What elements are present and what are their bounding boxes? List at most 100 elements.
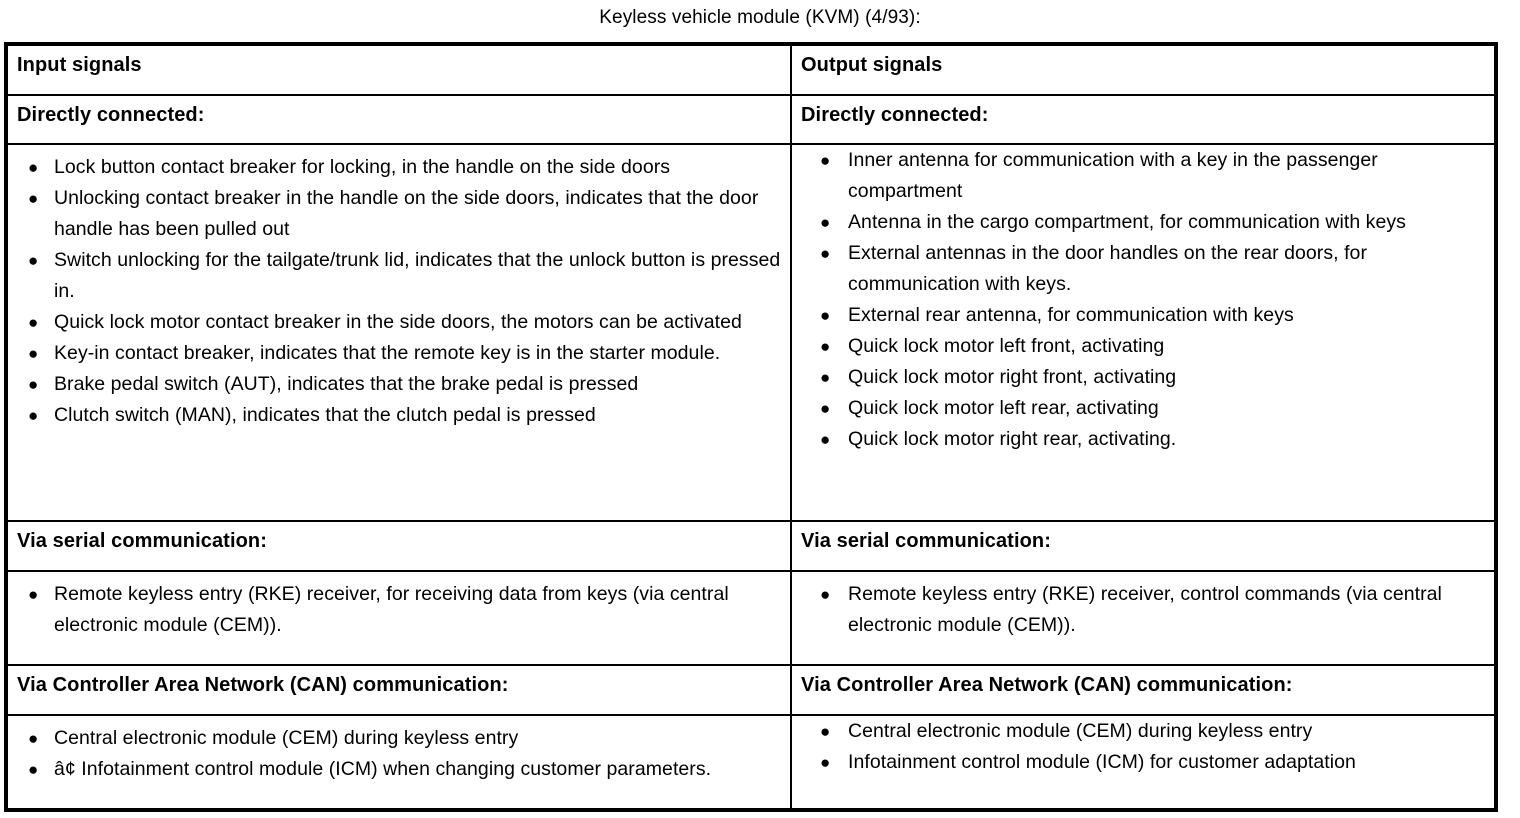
list-output-via-can: ● Central electronic module (CEM) during …	[792, 716, 1494, 778]
bullet-icon: ●	[28, 189, 39, 209]
section-label-directly-connected-output: Directly connected:	[801, 103, 989, 126]
list-item-text: Quick lock motor right front, activating	[848, 366, 1177, 389]
signals-table-container: Input signals Output signals Directly co…	[4, 42, 1498, 812]
bullet-icon: ●	[820, 430, 831, 450]
list-item: ● Quick lock motor right front, activatin…	[814, 362, 1492, 393]
list-input-via-can: ● Central electronic module (CEM) during …	[8, 716, 790, 792]
list-item: ● Quick lock motor left front, activating	[814, 331, 1492, 362]
table-row-via-serial-items: ● Remote keyless entry (RKE) receiver, fo…	[5, 569, 1497, 666]
cell-right-via-can-items: ● Central electronic module (CEM) during …	[790, 713, 1497, 812]
list-item-text: Remote keyless entry (RKE) receiver, con…	[848, 582, 1442, 636]
list-item: ● External antennas in the door handles o…	[814, 238, 1492, 300]
list-input-via-serial: ● Remote keyless entry (RKE) receiver, fo…	[8, 572, 790, 648]
bullet-icon: ●	[28, 251, 39, 271]
list-item-text: Switch unlocking for the tailgate/trunk …	[54, 249, 781, 303]
list-item-text: Infotainment control module (ICM) for cu…	[848, 750, 1356, 773]
bullet-icon: ●	[820, 337, 831, 357]
cell-left-via-serial-label: Via serial communication:	[5, 520, 792, 572]
table-row-directly-connected-items: ● Lock button contact breaker for locking…	[5, 143, 1497, 523]
column-header-output-signals: Output signals	[801, 54, 943, 76]
list-item-text: Remote keyless entry (RKE) receiver, for…	[54, 582, 729, 636]
bullet-icon: ●	[820, 399, 831, 419]
list-item-text: Clutch switch (MAN), indicates that the …	[54, 404, 596, 427]
bullet-icon: ●	[820, 584, 831, 604]
cell-left-via-serial-items: ● Remote keyless entry (RKE) receiver, fo…	[5, 569, 792, 666]
list-item: ● Central electronic module (CEM) during …	[814, 716, 1492, 747]
table-row-via-can-label: Via Controller Area Network (CAN) commun…	[5, 663, 1497, 716]
list-item-text: External rear antenna, for communication…	[848, 304, 1294, 327]
list-item-text: Quick lock motor left front, activating	[848, 335, 1165, 358]
bullet-icon: ●	[28, 313, 39, 333]
list-item-text: Key-in contact breaker, indicates that t…	[54, 342, 721, 365]
bullet-icon: ●	[28, 759, 39, 779]
bullet-icon: ●	[820, 306, 831, 326]
bullet-icon: ●	[820, 213, 831, 233]
table-row-directly-connected-label: Directly connected: Directly connected:	[5, 93, 1497, 146]
list-item: ● Key-in contact breaker, indicates that …	[22, 338, 784, 369]
list-item-text: Inner antenna for communication with a k…	[848, 149, 1378, 203]
list-item: ● Remote keyless entry (RKE) receiver, co…	[814, 579, 1492, 641]
section-label-via-serial-output: Via serial communication:	[801, 530, 1051, 553]
list-item: ● Unlocking contact breaker in the handle…	[22, 183, 784, 245]
table-row-column-headers: Input signals Output signals	[5, 43, 1497, 96]
list-item-text: Central electronic module (CEM) during k…	[54, 726, 519, 749]
bullet-icon: ●	[820, 244, 831, 264]
section-label-via-can-output: Via Controller Area Network (CAN) commun…	[801, 673, 1293, 696]
list-item: ● External rear antenna, for communicatio…	[814, 300, 1492, 331]
cell-right-directly-connected-label: Directly connected:	[790, 93, 1497, 146]
cell-input-signals-header: Input signals	[5, 43, 792, 96]
bullet-icon: ●	[820, 721, 831, 741]
bullet-icon: ●	[28, 344, 39, 364]
section-label-via-can-input: Via Controller Area Network (CAN) commun…	[17, 673, 509, 696]
list-item: ● Infotainment control module (ICM) for c…	[814, 747, 1492, 778]
list-item-text: â¢ Infotainment control module (ICM) whe…	[54, 757, 712, 780]
bullet-icon: ●	[820, 752, 831, 772]
bullet-icon: ●	[28, 728, 39, 748]
list-item: ● Inner antenna for communication with a …	[814, 145, 1492, 207]
table-row-via-serial-label: Via serial communication: Via serial com…	[5, 520, 1497, 572]
section-label-via-serial-input: Via serial communication:	[17, 530, 267, 553]
list-item-text: Lock button contact breaker for locking,…	[54, 156, 671, 179]
list-item: ● Switch unlocking for the tailgate/trunk…	[22, 245, 784, 307]
list-item-text: Quick lock motor left rear, activating	[848, 397, 1159, 420]
list-item: ● Quick lock motor right rear, activating…	[814, 424, 1492, 455]
list-item-text: Quick lock motor contact breaker in the …	[54, 311, 742, 334]
bullet-icon: ●	[820, 368, 831, 388]
cell-right-via-serial-items: ● Remote keyless entry (RKE) receiver, co…	[790, 569, 1497, 666]
bullet-icon: ●	[28, 158, 39, 178]
bullet-icon: ●	[28, 584, 39, 604]
list-item: ● Clutch switch (MAN), indicates that the…	[22, 400, 784, 431]
list-input-directly-connected: ● Lock button contact breaker for locking…	[8, 145, 790, 438]
list-item: ●Brake pedal switch (AUT), indicates tha…	[22, 369, 784, 400]
cell-right-directly-connected-items: ● Inner antenna for communication with a …	[790, 143, 1497, 523]
signals-table: Input signals Output signals Directly co…	[4, 42, 1498, 812]
list-output-directly-connected: ● Inner antenna for communication with a …	[792, 145, 1494, 455]
list-item: ● Lock button contact breaker for locking…	[22, 152, 784, 183]
list-item: ● Antenna in the cargo compartment, for c…	[814, 207, 1492, 238]
bullet-icon: ●	[820, 151, 831, 171]
list-item-text: External antennas in the door handles on…	[848, 242, 1367, 296]
section-label-directly-connected-input: Directly connected:	[17, 103, 205, 126]
list-item: ● Remote keyless entry (RKE) receiver, fo…	[22, 579, 784, 641]
cell-left-directly-connected-items: ● Lock button contact breaker for locking…	[5, 143, 792, 523]
list-item: ● Quick lock motor contact breaker in the…	[22, 307, 784, 338]
list-item-text: Quick lock motor right rear, activating.	[848, 428, 1177, 451]
list-item: ● Central electronic module (CEM) during …	[22, 723, 784, 754]
bullet-icon: ●	[28, 406, 39, 426]
cell-left-via-can-label: Via Controller Area Network (CAN) commun…	[5, 663, 792, 716]
column-header-input-signals: Input signals	[17, 54, 142, 76]
list-item-text: Unlocking contact breaker in the handle …	[54, 187, 759, 241]
table-row-via-can-items: ● Central electronic module (CEM) during …	[5, 713, 1497, 812]
cell-left-directly-connected-label: Directly connected:	[5, 93, 792, 146]
cell-output-signals-header: Output signals	[790, 43, 1497, 96]
list-item-text: Central electronic module (CEM) during k…	[848, 719, 1313, 742]
cell-right-via-can-label: Via Controller Area Network (CAN) commun…	[790, 663, 1497, 716]
list-item: ● â¢ Infotainment control module (ICM) wh…	[22, 754, 784, 785]
list-item-text: Brake pedal switch (AUT), indicates that…	[54, 373, 639, 396]
cell-left-via-can-items: ● Central electronic module (CEM) during …	[5, 713, 792, 812]
list-output-via-serial: ● Remote keyless entry (RKE) receiver, co…	[792, 572, 1494, 648]
page-title: Keyless vehicle module (KVM) (4/93):	[599, 7, 921, 28]
list-item-text: Antenna in the cargo compartment, for co…	[848, 211, 1406, 234]
cell-right-via-serial-label: Via serial communication:	[790, 520, 1497, 572]
